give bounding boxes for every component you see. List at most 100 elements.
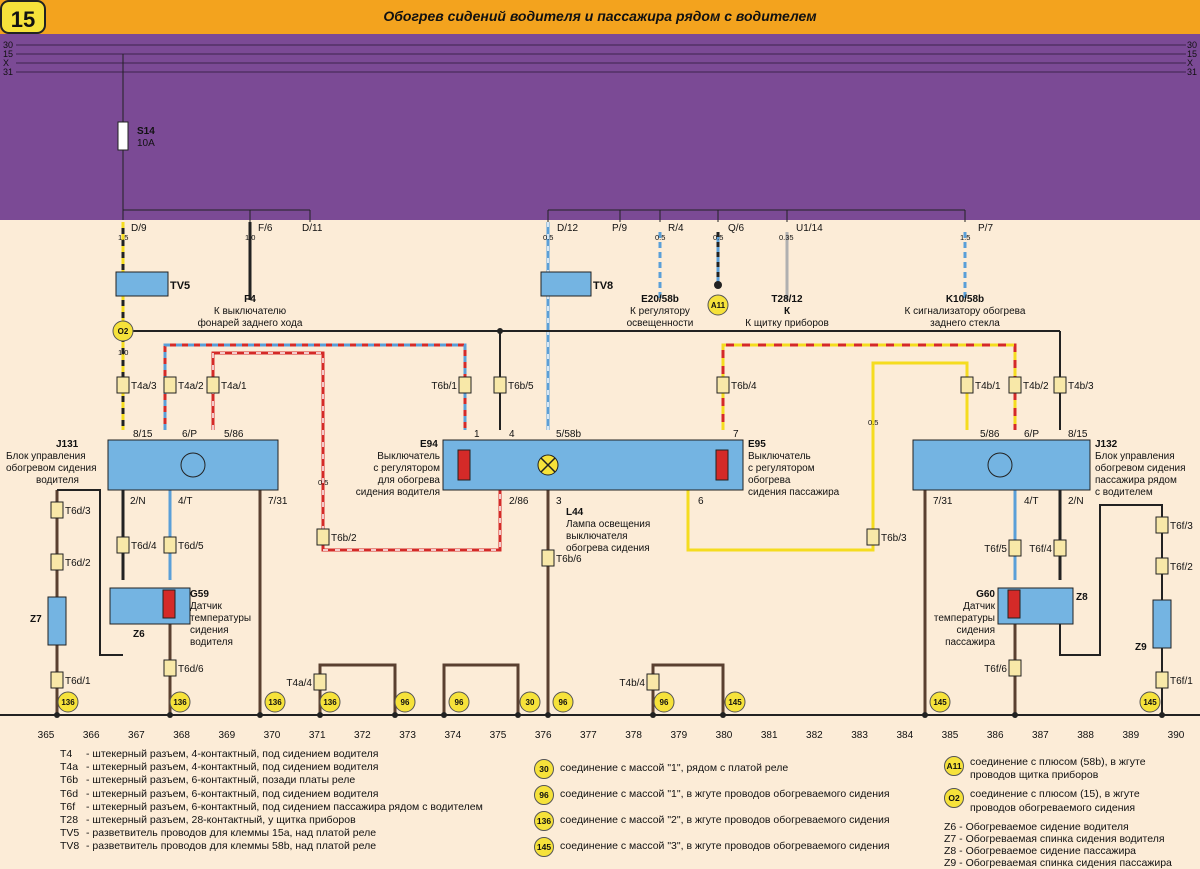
label-g59: G59 bbox=[190, 589, 209, 600]
ground-badge-icon bbox=[552, 691, 574, 713]
legend-code: T6f bbox=[60, 800, 76, 813]
connector-box bbox=[1155, 557, 1169, 575]
splice-tv8 bbox=[540, 271, 592, 297]
column-number: 370 bbox=[264, 730, 281, 741]
legend-z6: Z6 - Обогреваемое сидение водителя bbox=[944, 820, 1129, 833]
label-j131-l2: обогревом сидения bbox=[6, 462, 97, 474]
label-j131-l3: водителя bbox=[36, 475, 79, 486]
connector-label: T6f/2 bbox=[1170, 562, 1193, 573]
legend-z8: Z8 - Обогреваемое сидение пассажира bbox=[944, 844, 1137, 857]
label-g59-l2: температуры bbox=[190, 613, 251, 624]
legend-z7: Z7 - Обогреваемая спинка сидения водител… bbox=[944, 832, 1165, 845]
heater-z6-g59 bbox=[109, 587, 191, 625]
wire-size: 1.5 bbox=[118, 233, 128, 242]
ground-badge-icon bbox=[57, 691, 79, 713]
connector-label: T6b/3 bbox=[881, 533, 907, 544]
lamp-cross bbox=[540, 457, 556, 473]
connector-box bbox=[493, 376, 507, 394]
ground-badge-icon: 96 bbox=[534, 785, 554, 805]
tap-d9: D/9 bbox=[131, 223, 147, 234]
pin-e94-4: 4 bbox=[509, 429, 515, 440]
pin-j132-2n: 2/N bbox=[1068, 496, 1084, 507]
tap-d11: D/11 bbox=[302, 223, 323, 234]
connector-box bbox=[163, 659, 177, 677]
legend-text: соединение с массой "3", в жгуте проводо… bbox=[560, 840, 890, 853]
pin-j132-6p: 6/P bbox=[1024, 429, 1039, 440]
tap-p7: P/7 bbox=[978, 223, 993, 234]
label-e95-l4: сидения пассажира bbox=[748, 487, 840, 498]
ground-badge-icon bbox=[707, 294, 729, 316]
column-number: 373 bbox=[399, 730, 416, 741]
column-number: 387 bbox=[1032, 730, 1049, 741]
target-f4-l2: фонарей заднего хода bbox=[198, 317, 303, 329]
wire-size: 0.5 bbox=[543, 233, 553, 242]
wire-size: 1.5 bbox=[960, 233, 970, 242]
connector-label: T6b/4 bbox=[731, 381, 757, 392]
legend-code: TV5 bbox=[60, 827, 80, 840]
column-number: 382 bbox=[806, 730, 823, 741]
connector-label: T6d/3 bbox=[65, 506, 91, 517]
connector-label: T6d/6 bbox=[178, 664, 204, 675]
legend-text: соединение с массой "2", в жгуте проводо… bbox=[560, 814, 890, 827]
column-number: 386 bbox=[987, 730, 1004, 741]
splice-tv5-label: TV5 bbox=[170, 280, 190, 292]
connector-box bbox=[866, 528, 880, 546]
ground-badge-icon bbox=[394, 691, 416, 713]
pin-j131-4t: 4/T bbox=[178, 496, 192, 507]
connector-box bbox=[1053, 376, 1067, 394]
legend-connector-row: T4a- штекерный разъем, 4-контактный, под… bbox=[60, 761, 480, 774]
connector-label: T6d/5 bbox=[178, 541, 204, 552]
legend-code: T6b bbox=[60, 774, 79, 787]
legend-code: TV8 bbox=[60, 840, 80, 853]
label-j132: J132 bbox=[1095, 439, 1118, 450]
label-g59-l1: Датчик bbox=[190, 601, 222, 612]
connector-label: T6f/4 bbox=[1029, 544, 1052, 555]
transistor-icon bbox=[987, 452, 1013, 478]
legend-a11-l2: проводов щитка приборов bbox=[970, 769, 1099, 782]
label-j131: J131 bbox=[56, 439, 79, 450]
tap-r4: R/4 bbox=[668, 223, 684, 234]
label-j132-l3: пассажира рядом bbox=[1095, 475, 1177, 486]
pin-e94-1: 1 bbox=[474, 429, 480, 440]
connector-label: T6b/1 bbox=[431, 381, 457, 392]
connector-box bbox=[1008, 376, 1022, 394]
column-number: 384 bbox=[896, 730, 913, 741]
legend-text: - штекерный разъем, 6-контактный, позади… bbox=[86, 774, 356, 787]
page-number: 15 bbox=[11, 7, 35, 32]
label-z8: Z8 bbox=[1076, 592, 1088, 603]
pin-l44-58b: 5/58b bbox=[556, 429, 581, 440]
connector-label: T4a/3 bbox=[131, 381, 157, 392]
label-g60-l4: пассажира bbox=[945, 637, 995, 648]
column-number: 378 bbox=[625, 730, 642, 741]
legend-connector-row: T6f - штекерный разъем, 6-контактный, под… bbox=[60, 800, 483, 814]
legend-text: - штекерный разъем, 6-контактный, под си… bbox=[86, 787, 379, 800]
pin-j131-586: 5/86 bbox=[224, 429, 244, 440]
connector-box bbox=[313, 673, 327, 691]
target-e20-l2: освещенности bbox=[627, 318, 694, 329]
pin-j132-4t: 4/T bbox=[1024, 496, 1038, 507]
connector-box bbox=[50, 553, 64, 571]
bus-label-r31: 31 bbox=[1187, 67, 1197, 77]
column-number: 377 bbox=[580, 730, 597, 741]
target-t28: T28/12 bbox=[771, 294, 803, 305]
target-k10-l2: заднего стекла bbox=[930, 318, 1000, 329]
column-number: 366 bbox=[83, 730, 100, 741]
module-e94-e95 bbox=[442, 439, 744, 491]
legend-connector-row: TV5- разветвитель проводов для клеммы 15… bbox=[60, 827, 480, 840]
pin-j132-815: 8/15 bbox=[1068, 429, 1088, 440]
tap-f6: F/6 bbox=[258, 223, 273, 234]
target-t28-l2: К щитку приборов bbox=[745, 317, 829, 329]
pin-j131-731: 7/31 bbox=[268, 496, 288, 507]
target-f4: F4 bbox=[244, 294, 256, 305]
legend-text: - штекерный разъем, 6-контактный, под си… bbox=[86, 800, 483, 813]
tap-u114: U1/14 bbox=[796, 223, 823, 234]
ground-badge-label: A11 bbox=[711, 301, 726, 310]
label-e94-l4: сидения водителя bbox=[356, 487, 440, 498]
